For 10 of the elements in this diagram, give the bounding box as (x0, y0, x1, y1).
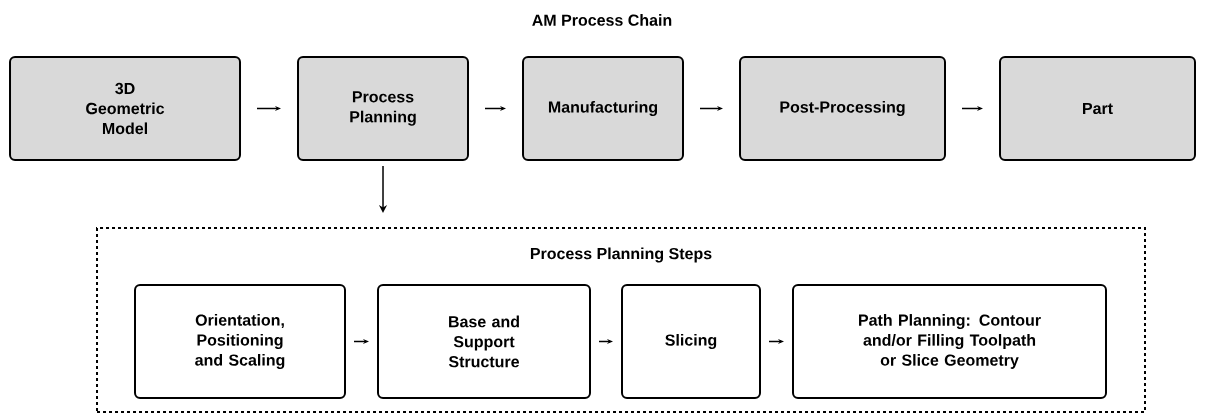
process-box: Manufacturing (522, 56, 684, 161)
process-box: Part (999, 56, 1196, 161)
diagram-title: AM Process Chain (532, 14, 672, 26)
step-box: Base and Support Structure (377, 284, 591, 399)
process-box: 3D Geometric Model (9, 56, 241, 161)
step-box: Path Planning: Contour and/or Filling Toolpath or Slice Geometry (792, 284, 1107, 399)
process-box: Post-Processing (739, 56, 946, 161)
step-box: Orientation, Positioning and Scaling (134, 284, 346, 399)
step-box: Slicing (621, 284, 761, 399)
process-box: Process Planning (297, 56, 469, 161)
